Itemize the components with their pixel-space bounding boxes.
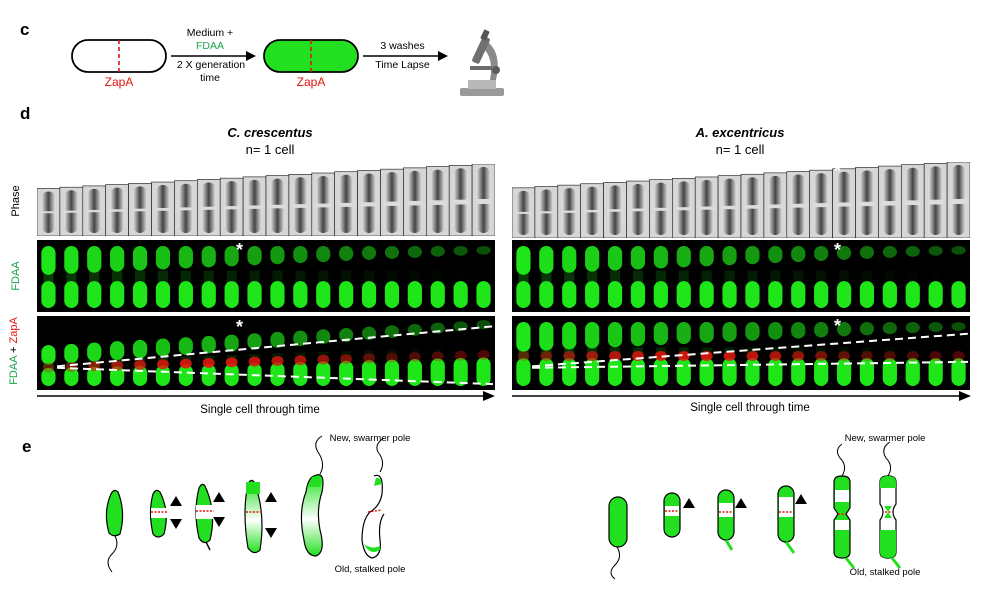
cc-stage-4 — [244, 479, 277, 554]
step2-line1: 3 washes — [380, 40, 425, 52]
left-stalked-pole-label: Old, stalked pole — [334, 564, 406, 575]
left-fdaa-strip — [37, 240, 495, 312]
right-cell-count: n= 1 cell — [715, 142, 765, 157]
left-merge-strip — [37, 316, 495, 390]
step1-line1: Medium + — [186, 27, 234, 39]
up-arrow-icon — [735, 498, 747, 508]
left-merge-star: * — [236, 317, 244, 337]
left-time-arrow-head — [483, 391, 495, 401]
arrow-2-head — [438, 51, 448, 61]
strip-L-fdaa-frames — [41, 246, 491, 308]
up-arrow-icon — [795, 494, 807, 504]
right-fdaa-strip — [512, 240, 970, 312]
left-fdaa-star: * — [236, 240, 244, 260]
zapa-label-left: ZapA — [104, 75, 134, 89]
strip-L-phase-frames — [37, 164, 495, 236]
ae-stage-3 — [717, 489, 747, 551]
right-merge-star: * — [834, 316, 842, 336]
cc-stage-3 — [195, 483, 225, 551]
left-swarmer-pole-label: New, swarmer pole — [329, 433, 411, 444]
strip-R-fdaa-frames — [516, 246, 966, 308]
panel-d-letter: d — [20, 104, 31, 123]
step2-line2: Time Lapse — [375, 59, 430, 71]
ae-stage-2 — [663, 492, 695, 538]
left-time-caption: Single cell through time — [200, 404, 320, 416]
panel-c-schematic — [71, 29, 504, 96]
right-swarmer-pole-label: New, swarmer pole — [844, 433, 926, 444]
time-arrows — [37, 391, 971, 401]
up-arrow-icon — [265, 492, 277, 502]
right-fdaa-star: * — [834, 240, 842, 260]
right-merge-strip — [512, 316, 970, 390]
right-time-arrow-head — [959, 391, 971, 401]
down-arrow-icon — [213, 517, 225, 527]
up-arrow-icon — [170, 496, 182, 506]
strip-L-merge-frames — [41, 320, 494, 386]
step1-line4: time — [200, 72, 220, 84]
right-phase-strip — [512, 162, 970, 238]
panel-c-letter: c — [20, 20, 30, 39]
ae-stage-6 — [879, 441, 902, 569]
cc-stage-2 — [149, 489, 182, 538]
right-species-title: A. excentricus — [695, 125, 785, 140]
cc-stage-5 — [300, 435, 324, 557]
left-species-title: C. crescentus — [227, 125, 313, 140]
right-phase-star: * — [834, 161, 842, 181]
down-arrow-icon — [170, 519, 182, 529]
strip-R-merge-frames — [516, 322, 969, 386]
up-arrow-icon — [683, 498, 695, 508]
left-cell-count: n= 1 cell — [245, 142, 295, 157]
cc-stage-1 — [105, 489, 124, 573]
left-phase-strip — [37, 164, 495, 236]
down-arrow-icon — [265, 528, 277, 538]
zapa-label-right: ZapA — [296, 75, 326, 89]
step1-line3: 2 X generation — [176, 59, 246, 71]
right-time-caption: Single cell through time — [690, 402, 810, 414]
ae-stage-1 — [608, 496, 628, 580]
left-phase-star: * — [236, 166, 244, 186]
step1-line2: FDAA — [195, 40, 224, 52]
right-stalked-pole-label: Old, stalked pole — [849, 567, 921, 578]
ae-stage-5 — [833, 443, 856, 569]
up-arrow-icon — [213, 492, 225, 502]
microscope-icon — [460, 29, 504, 96]
cc-stage-6 — [361, 437, 385, 559]
arrow-1-head — [246, 51, 256, 61]
panel-e-letter: e — [22, 437, 32, 456]
ae-stage-4 — [777, 485, 807, 554]
